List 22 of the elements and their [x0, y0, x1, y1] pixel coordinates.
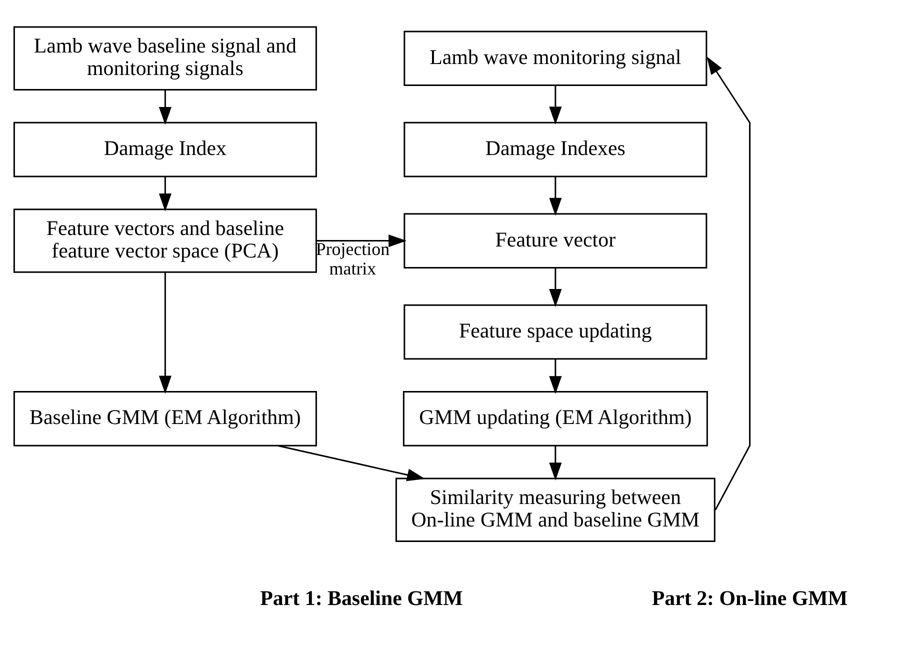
arrow	[158, 176, 172, 212]
node-box: GMM updating (EM Algorithm)	[402, 391, 708, 446]
arrow	[549, 176, 562, 216]
node-box: Lamb wave baseline signal and monitoring signals	[13, 26, 317, 91]
node-box: Damage Indexes	[404, 122, 708, 178]
node-box: Damage Index	[13, 122, 317, 178]
node-box: Feature vectors and baseline feature vector space (PCA)	[13, 208, 317, 273]
node-box: Feature space updating	[404, 304, 708, 360]
arrow	[549, 359, 562, 394]
arrow	[158, 272, 172, 394]
label: Part 2: On-line GMM	[652, 586, 848, 610]
node-box: Feature vector	[404, 213, 708, 268]
node-box: Similarity measuring between On-line GMM and baseline GMM	[395, 478, 716, 542]
arrow	[158, 90, 172, 125]
arrow	[549, 85, 562, 125]
arrow	[549, 446, 562, 481]
arrow	[278, 445, 426, 482]
node-box: Lamb wave monitoring signal	[404, 30, 708, 86]
arrow	[706, 56, 751, 510]
node-box: Baseline GMM (EM Algorithm)	[13, 391, 317, 446]
arrow	[549, 268, 562, 307]
label: Part 1: Baseline GMM	[260, 586, 463, 610]
